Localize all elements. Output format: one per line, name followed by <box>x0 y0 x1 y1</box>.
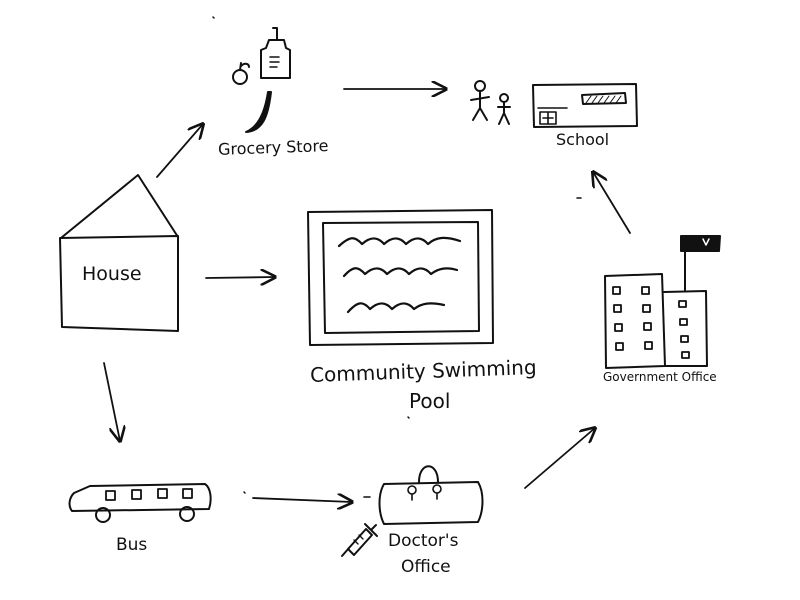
arrow-house-to-pool <box>205 277 275 278</box>
doctor-office-label-line-2: Office <box>401 557 451 577</box>
school-icon <box>470 80 638 128</box>
milk-bottle-icon <box>260 27 291 79</box>
medical-bag-icon <box>363 465 484 525</box>
arrow-house-to-bus <box>103 362 120 441</box>
arrow-bus-to-doctor <box>252 498 352 502</box>
doctor-office-label-line-1: Doctor's <box>388 531 459 551</box>
government-office-icon <box>604 235 721 369</box>
bus-label: Bus <box>116 535 148 555</box>
flow-arrows <box>103 89 631 502</box>
apple-icon <box>232 62 250 85</box>
flag-icon <box>680 235 721 291</box>
syringe-icon <box>341 523 378 557</box>
grocery-store-label: Grocery Store <box>217 136 329 159</box>
stick-figure-adult-icon <box>470 80 490 121</box>
government-office-label: Government Office <box>603 370 717 384</box>
stick-figure-child-icon <box>497 93 511 125</box>
water-waves-icon <box>337 236 462 314</box>
arrow-doctor-to-government <box>524 428 595 489</box>
stray-pen-marks <box>212 16 582 494</box>
swimming-pool-label-line-2: Pool <box>409 389 451 413</box>
arrow-house-to-grocery <box>156 124 203 178</box>
building-windows <box>612 286 690 359</box>
grocery-store-icon <box>232 27 291 133</box>
banana-icon <box>245 91 272 133</box>
swimming-pool-icon <box>307 209 494 346</box>
arrow-government-to-school <box>593 172 631 234</box>
bus-icon <box>68 483 212 523</box>
school-building-icon <box>532 83 638 128</box>
school-label: School <box>556 130 610 149</box>
house-icon <box>59 174 179 332</box>
doctor-office-icon <box>341 465 484 557</box>
house-label: House <box>82 263 142 285</box>
